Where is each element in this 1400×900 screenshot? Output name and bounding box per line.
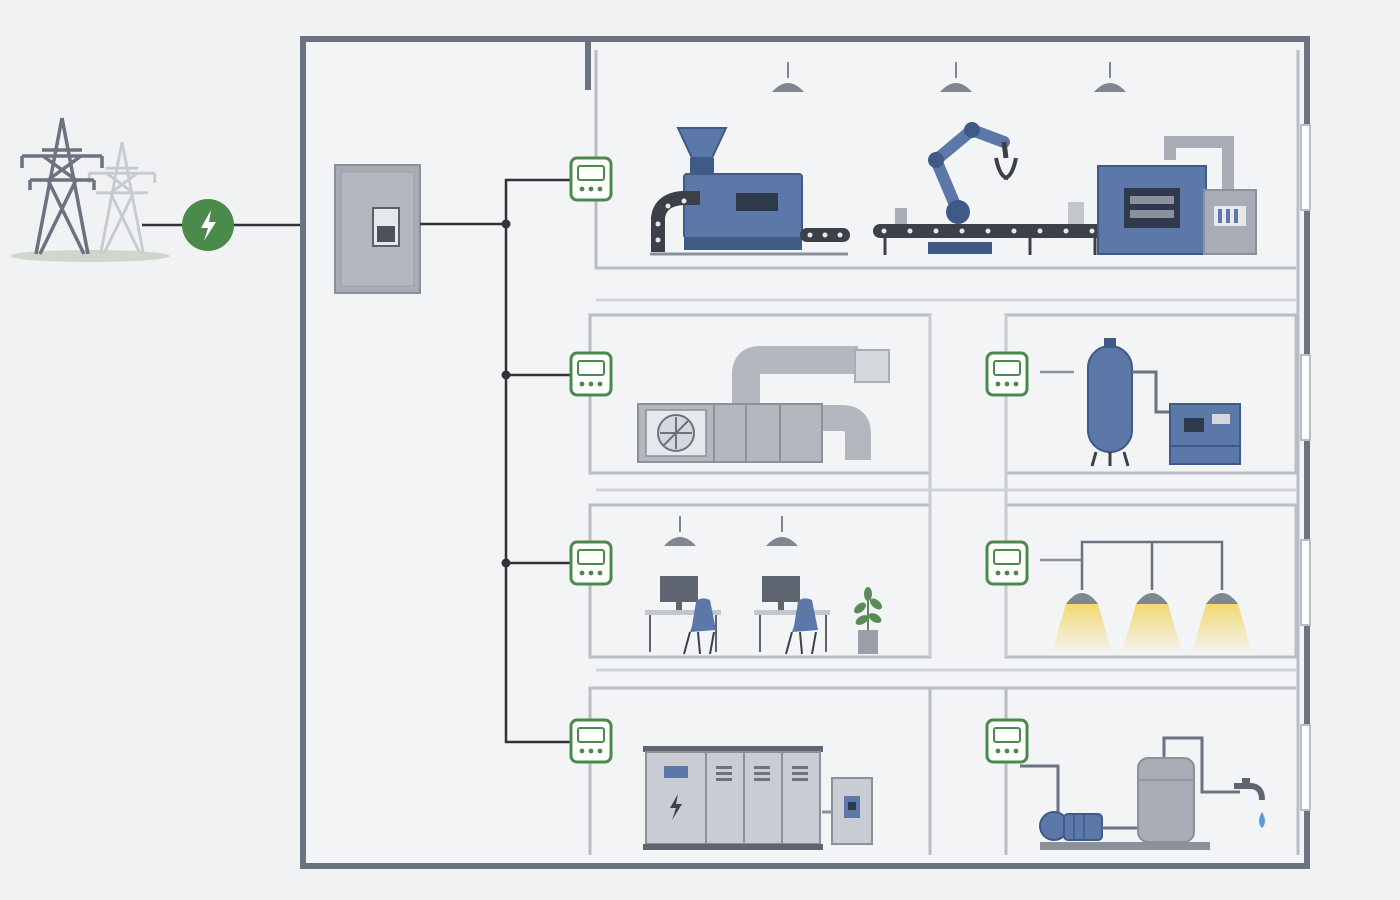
energy-meter-icon bbox=[569, 540, 613, 586]
transmission-tower-icon bbox=[87, 141, 157, 255]
production-room-wall bbox=[594, 50, 1296, 270]
window bbox=[1300, 124, 1311, 211]
energy-meter-icon bbox=[985, 718, 1029, 764]
energy-meter-icon bbox=[569, 156, 613, 202]
energy-meter-icon bbox=[985, 351, 1029, 397]
water-tank bbox=[1137, 757, 1195, 843]
high-bay-lamp bbox=[1122, 593, 1182, 652]
high-bay-lamp bbox=[1052, 593, 1112, 652]
air-compressor bbox=[1169, 403, 1241, 465]
distribution-bus bbox=[420, 178, 570, 744]
workstation bbox=[645, 576, 721, 655]
air-handling-unit bbox=[637, 346, 890, 463]
window bbox=[1300, 354, 1311, 441]
room-outlines bbox=[588, 50, 1298, 855]
window bbox=[1300, 724, 1311, 811]
energy-meter-icon bbox=[569, 718, 613, 764]
energy-meter-icon bbox=[569, 351, 613, 397]
lower-floor-wall bbox=[588, 686, 1296, 855]
robotic-arm-conveyor bbox=[873, 122, 1103, 255]
high-bay-lamp bbox=[1192, 593, 1252, 652]
window bbox=[1300, 539, 1311, 626]
faucet bbox=[1234, 778, 1265, 828]
lightning-bolt-icon bbox=[182, 199, 234, 251]
meter-leads bbox=[1040, 370, 1082, 562]
energy-meter-icon bbox=[985, 540, 1029, 586]
transmission-tower-icon bbox=[20, 117, 104, 255]
industrial-furnace bbox=[1097, 136, 1257, 255]
workstation bbox=[754, 576, 830, 655]
bus-junctions bbox=[501, 219, 511, 568]
switchgear-cabinets bbox=[643, 746, 823, 850]
lighting-circuit bbox=[1052, 540, 1252, 652]
hopper-extruder bbox=[650, 127, 850, 256]
water-pumping-piping bbox=[1020, 736, 1240, 812]
control-box bbox=[822, 777, 873, 845]
air-receiver-tank bbox=[1087, 338, 1172, 467]
main-distribution-panel-icon bbox=[334, 164, 421, 294]
water-pump bbox=[1039, 811, 1210, 850]
grid-source bbox=[10, 117, 170, 262]
potted-plant bbox=[854, 587, 882, 654]
